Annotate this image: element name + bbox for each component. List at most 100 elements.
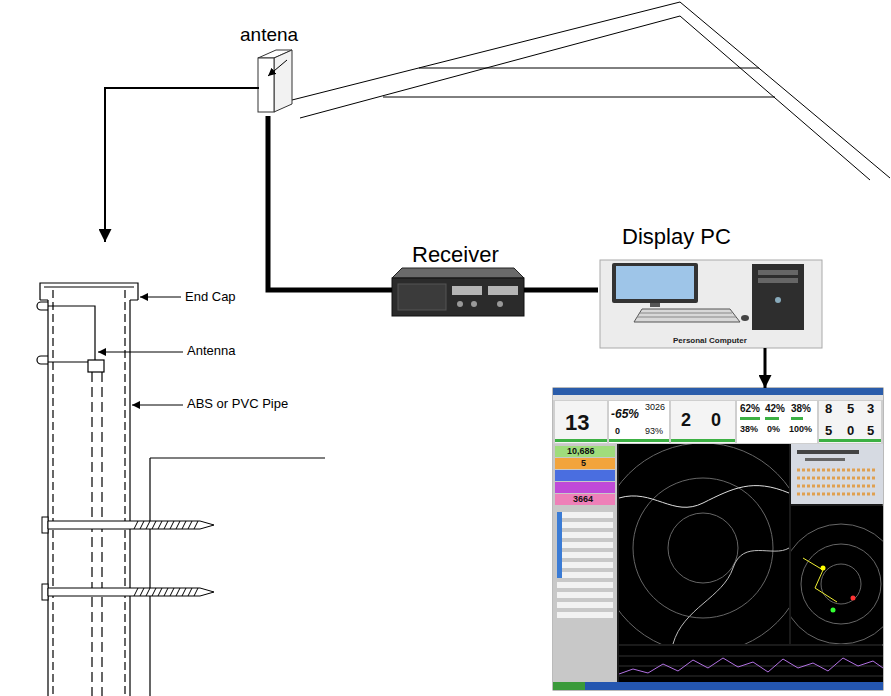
menu-item	[557, 582, 613, 588]
receiver-jack	[471, 301, 477, 307]
antenna-housing	[258, 50, 292, 112]
receiver-panel	[398, 284, 446, 310]
drive-bay	[758, 270, 798, 275]
menu-item	[557, 572, 613, 578]
screw-shaft	[48, 521, 214, 529]
count-row	[555, 446, 615, 457]
menu-item	[557, 542, 613, 548]
menu-item	[557, 612, 613, 618]
status-panel	[553, 400, 883, 444]
coastline	[673, 548, 789, 644]
readout-number: 3	[867, 402, 874, 417]
menu-item	[557, 522, 613, 528]
strike-dot	[851, 596, 856, 601]
readout-number: 93%	[645, 426, 663, 436]
readout-number: 100%	[789, 424, 812, 434]
graph-grid	[619, 656, 883, 676]
range-ring	[619, 444, 789, 644]
monitor-stand	[650, 303, 660, 307]
readout-number: 5	[867, 424, 874, 439]
keyboard-keys	[637, 313, 736, 317]
receiver-front	[392, 278, 524, 316]
status-box	[737, 401, 817, 443]
readout-number: 38%	[791, 403, 811, 415]
level-bar	[791, 417, 803, 420]
readout-number: 0	[711, 410, 721, 431]
strike-dot	[831, 608, 836, 613]
screen-capture-picture	[553, 388, 891, 690]
menu-item	[557, 602, 613, 608]
range-ring	[668, 513, 738, 583]
power-button	[775, 297, 781, 303]
mounting-screw	[42, 517, 214, 533]
node-heading: Display PC	[622, 224, 731, 249]
radar-rings	[791, 524, 883, 644]
part-label: Antenna	[187, 344, 235, 359]
readout-number: 2	[681, 410, 691, 431]
range-ring	[633, 478, 773, 618]
cable-connector	[524, 288, 598, 293]
status-strip	[671, 439, 735, 442]
menu-bar	[553, 395, 883, 400]
antenna-element	[88, 360, 104, 372]
readout-number: 3664	[573, 494, 593, 504]
monitor-bezel	[612, 263, 698, 303]
status-box	[609, 401, 669, 443]
readout-number: 5	[581, 458, 586, 468]
radar-map	[791, 506, 883, 644]
lightning-map	[619, 444, 789, 644]
menu-icons	[557, 512, 562, 578]
status-strip	[555, 439, 607, 442]
end-cap	[40, 283, 138, 300]
pipe-detail: End CapAntennaABS or PVC Pipe	[35, 242, 293, 696]
mount-bracket	[150, 458, 325, 696]
antenna-node: antena	[238, 24, 302, 116]
status-strip	[819, 439, 881, 442]
menu-list	[557, 512, 613, 618]
rate-graph	[619, 646, 883, 682]
strike-grid	[797, 470, 877, 494]
date-line	[805, 458, 845, 461]
pipe-wall	[48, 300, 130, 696]
leader-arrow	[98, 352, 183, 353]
status-box	[819, 401, 881, 443]
pipe-inner-wall	[53, 290, 125, 696]
readout-number: 13	[565, 410, 589, 435]
monitor-screen	[616, 266, 694, 299]
readout-number: 42%	[765, 403, 785, 415]
range-ring	[791, 524, 883, 644]
drive-bay	[758, 278, 798, 283]
pc-photo-ground	[600, 260, 822, 348]
part-label: End Cap	[185, 290, 236, 305]
taskbar	[553, 682, 883, 690]
title-bar	[553, 388, 883, 395]
receiver-top	[392, 268, 524, 278]
receiver-node: Receiver	[392, 240, 524, 318]
date-line	[797, 450, 859, 454]
count-row	[555, 494, 615, 505]
status-strip	[609, 439, 669, 442]
house-roof	[292, 2, 890, 180]
roof-beam	[383, 97, 775, 98]
leader-arrows	[98, 297, 183, 405]
menu-item	[557, 592, 613, 598]
screw-head	[42, 517, 48, 533]
hook	[37, 302, 48, 310]
window-frame	[553, 388, 883, 690]
pointer-arrow	[268, 60, 287, 76]
range-ring	[619, 444, 789, 644]
level-bar	[740, 417, 760, 420]
start-button	[553, 682, 585, 690]
mouse	[741, 315, 749, 321]
receiver-jack	[457, 301, 463, 307]
antenna-wire	[48, 306, 95, 360]
pipe-drawing	[37, 283, 325, 696]
readout-number: 5	[847, 402, 854, 417]
storm-track	[803, 558, 837, 602]
housing-front	[258, 58, 274, 112]
readout-number: 0%	[767, 424, 780, 434]
screw-thread	[134, 521, 198, 529]
leader-arrow	[140, 297, 181, 298]
